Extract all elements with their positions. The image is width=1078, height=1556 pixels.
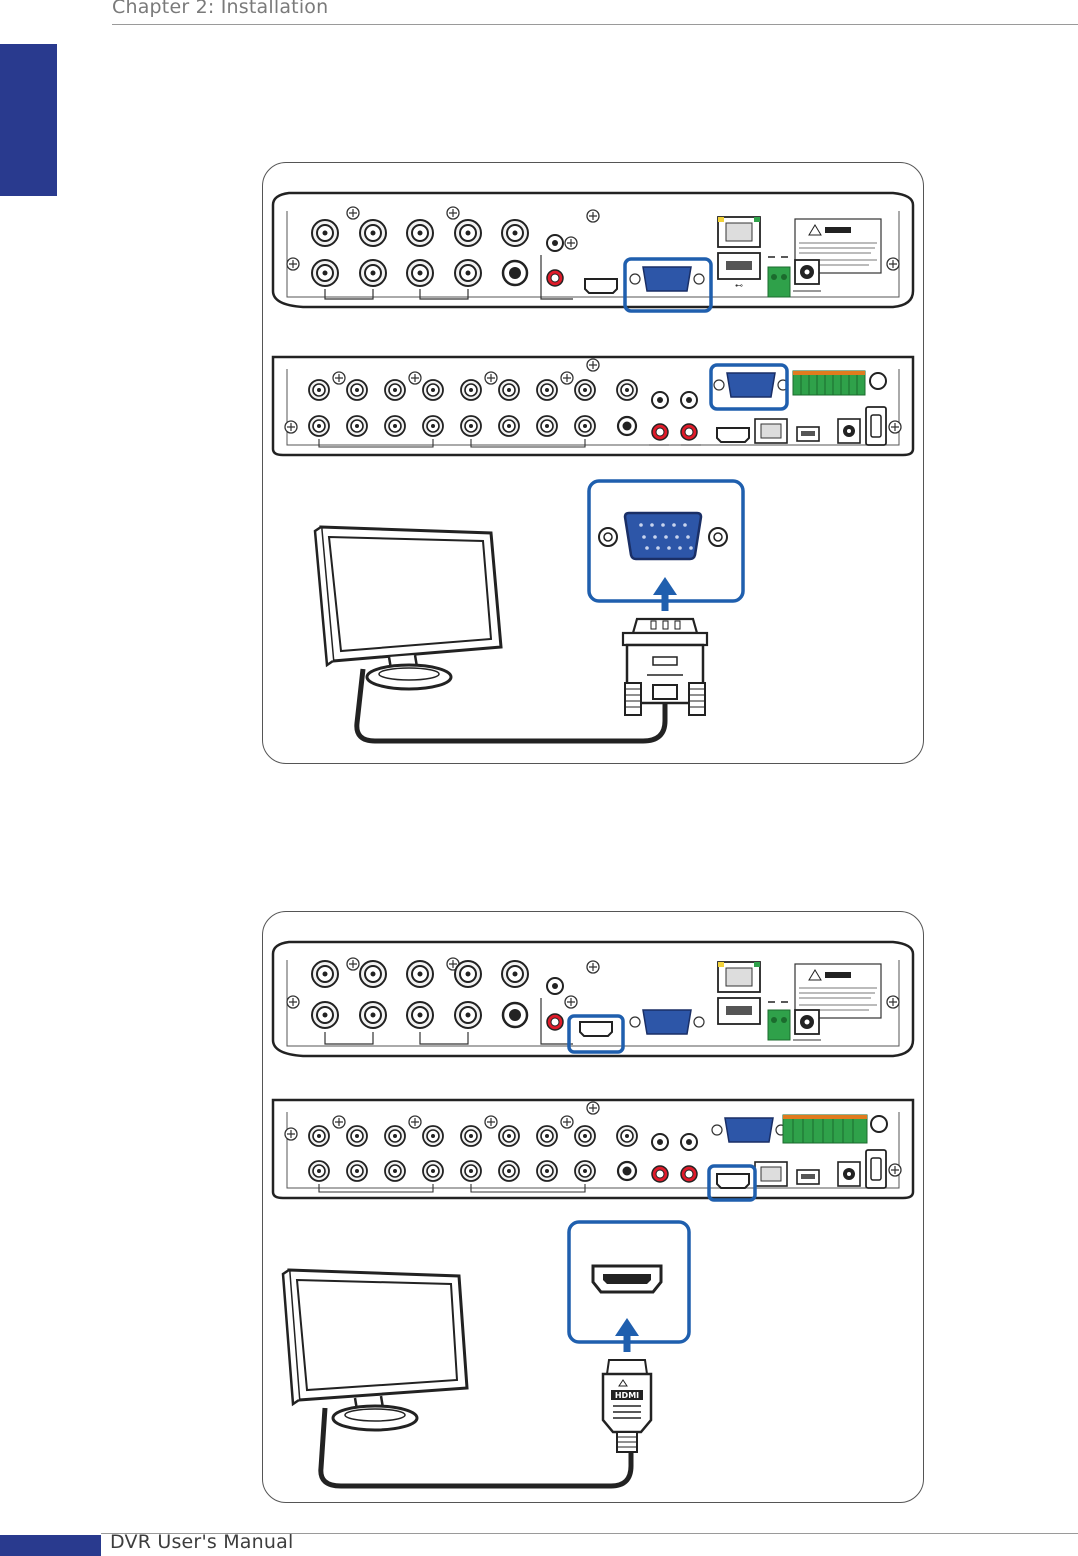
- hdmi-connection-figure: HDMI: [262, 911, 924, 1503]
- manual-title: DVR User's Manual: [110, 1531, 293, 1553]
- monitor-icon: [315, 527, 501, 689]
- header-divider: [112, 24, 1078, 25]
- dvr-rear-panel-16ch: [273, 357, 913, 455]
- footer-accent-bar: [0, 1535, 101, 1556]
- vga-plug-icon: [623, 619, 707, 715]
- dvr-rear-panel-16ch: [273, 1100, 913, 1200]
- hdmi-connection-illustration: HDMI: [263, 912, 925, 1504]
- svg-text:⊷: ⊷: [735, 281, 743, 290]
- vga-connection-figure: ⊷: [262, 162, 924, 764]
- language-side-tab: [0, 44, 57, 196]
- vga-connection-illustration: ⊷: [263, 163, 925, 765]
- chapter-title: Chapter 2: Installation: [112, 0, 328, 18]
- hdmi-plug-icon: HDMI: [603, 1360, 651, 1452]
- hdmi-plug-label: HDMI: [615, 1391, 639, 1400]
- monitor-icon: [283, 1270, 467, 1430]
- dvr-rear-panel-4ch: [273, 942, 913, 1056]
- dvr-rear-panel-4ch: ⊷: [273, 193, 913, 311]
